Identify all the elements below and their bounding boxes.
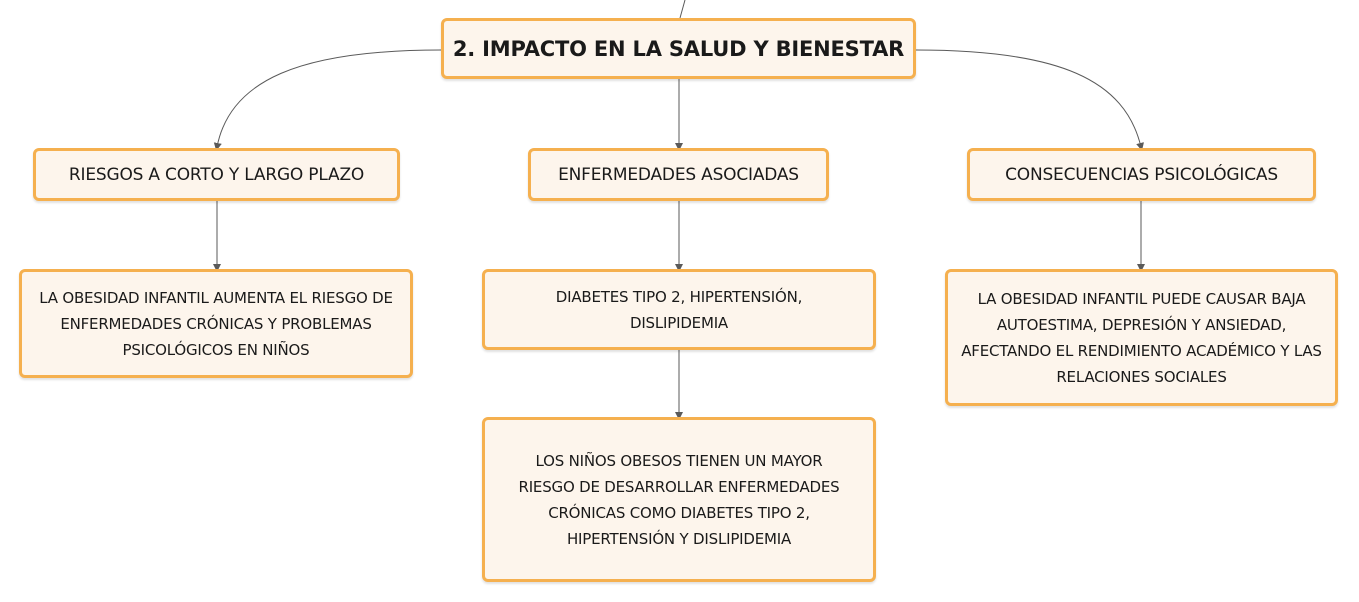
detail-node-enfermedades-2-text: LOS NIÑOS OBESOS TIENEN UN MAYOR RIESGO … [518, 451, 840, 548]
detail-node-riesgos[interactable]: LA OBESIDAD INFANTIL AUMENTA EL RIESGO D… [19, 269, 413, 378]
detail-node-riesgos-text: LA OBESIDAD INFANTIL AUMENTA EL RIESGO D… [39, 288, 393, 359]
root-node[interactable]: 2. IMPACTO EN LA SALUD Y BIENESTAR [441, 18, 916, 79]
topic-node-enfermedades-label: ENFERMEDADES ASOCIADAS [558, 164, 799, 185]
topic-node-riesgos[interactable]: RIESGOS A CORTO Y LARGO PLAZO [33, 148, 400, 201]
connector-root-to-riesgos [213, 49, 442, 151]
topic-node-consecuencias[interactable]: CONSECUENCIAS PSICOLÓGICAS [967, 148, 1316, 201]
detail-node-enfermedades-2[interactable]: LOS NIÑOS OBESOS TIENEN UN MAYOR RIESGO … [482, 417, 876, 582]
root-node-label: 2. IMPACTO EN LA SALUD Y BIENESTAR [452, 36, 905, 61]
topic-node-consecuencias-label: CONSECUENCIAS PSICOLÓGICAS [1005, 164, 1278, 185]
detail-node-consecuencias[interactable]: LA OBESIDAD INFANTIL PUEDE CAUSAR BAJA A… [945, 269, 1338, 406]
topic-node-riesgos-label: RIESGOS A CORTO Y LARGO PLAZO [68, 164, 365, 185]
topic-node-enfermedades[interactable]: ENFERMEDADES ASOCIADAS [528, 148, 829, 201]
connector-parent-to-root [679, 0, 686, 19]
detail-node-enfermedades-text: DIABETES TIPO 2, HIPERTENSIÓN, DISLIPIDE… [555, 287, 803, 332]
connector-root-to-consecuencias [915, 49, 1144, 151]
detail-node-consecuencias-text: LA OBESIDAD INFANTIL PUEDE CAUSAR BAJA A… [961, 289, 1322, 386]
detail-node-enfermedades[interactable]: DIABETES TIPO 2, HIPERTENSIÓN, DISLIPIDE… [482, 269, 876, 350]
